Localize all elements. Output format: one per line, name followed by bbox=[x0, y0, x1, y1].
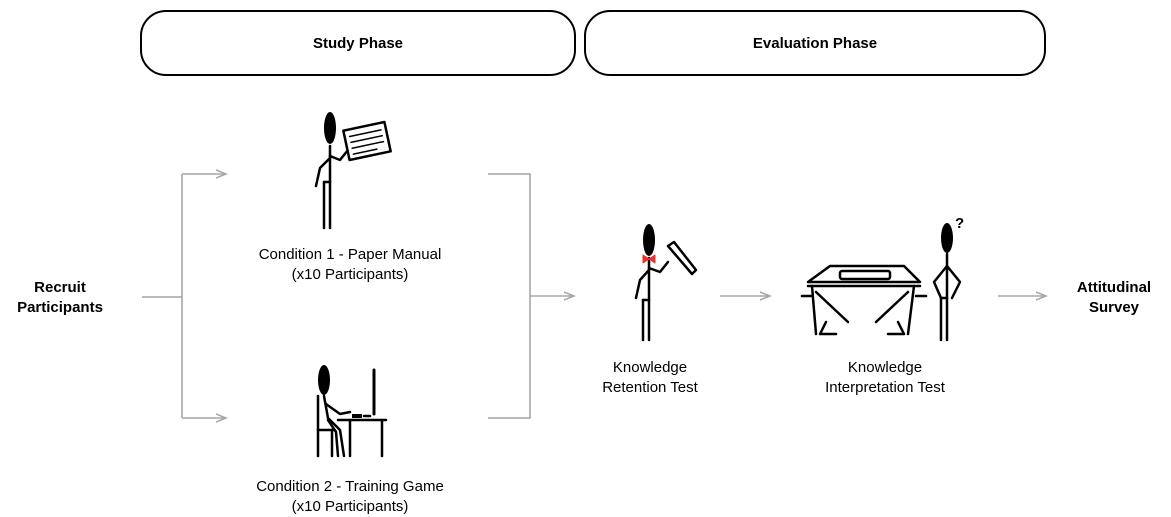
condition-2-label: Condition 2 - Training Game (x10 Partici… bbox=[256, 478, 444, 515]
writing-person-icon bbox=[634, 224, 698, 342]
interpretation-test-label: Knowledge Interpretation Test bbox=[825, 359, 945, 396]
retention-test-label: Knowledge Retention Test bbox=[602, 359, 698, 396]
question-mark: ? bbox=[955, 215, 964, 232]
connector-arrows bbox=[142, 174, 1046, 418]
study-phase-box: Study Phase bbox=[140, 10, 576, 76]
study-phase-label: Study Phase bbox=[312, 34, 404, 52]
attitudinal-survey-label: Attitudinal Survey bbox=[1076, 279, 1152, 316]
interpretation-table-icon bbox=[800, 264, 928, 336]
evaluation-phase-box: Evaluation Phase bbox=[584, 10, 1046, 76]
computer-person-icon bbox=[316, 365, 388, 458]
evaluation-phase-label: Evaluation Phase bbox=[752, 34, 878, 52]
reading-person-icon bbox=[314, 112, 392, 230]
condition-1-label: Condition 1 - Paper Manual (x10 Particip… bbox=[258, 246, 442, 283]
thinking-person-icon bbox=[932, 223, 962, 342]
recruit-participants-label: Recruit Participants bbox=[17, 279, 103, 316]
